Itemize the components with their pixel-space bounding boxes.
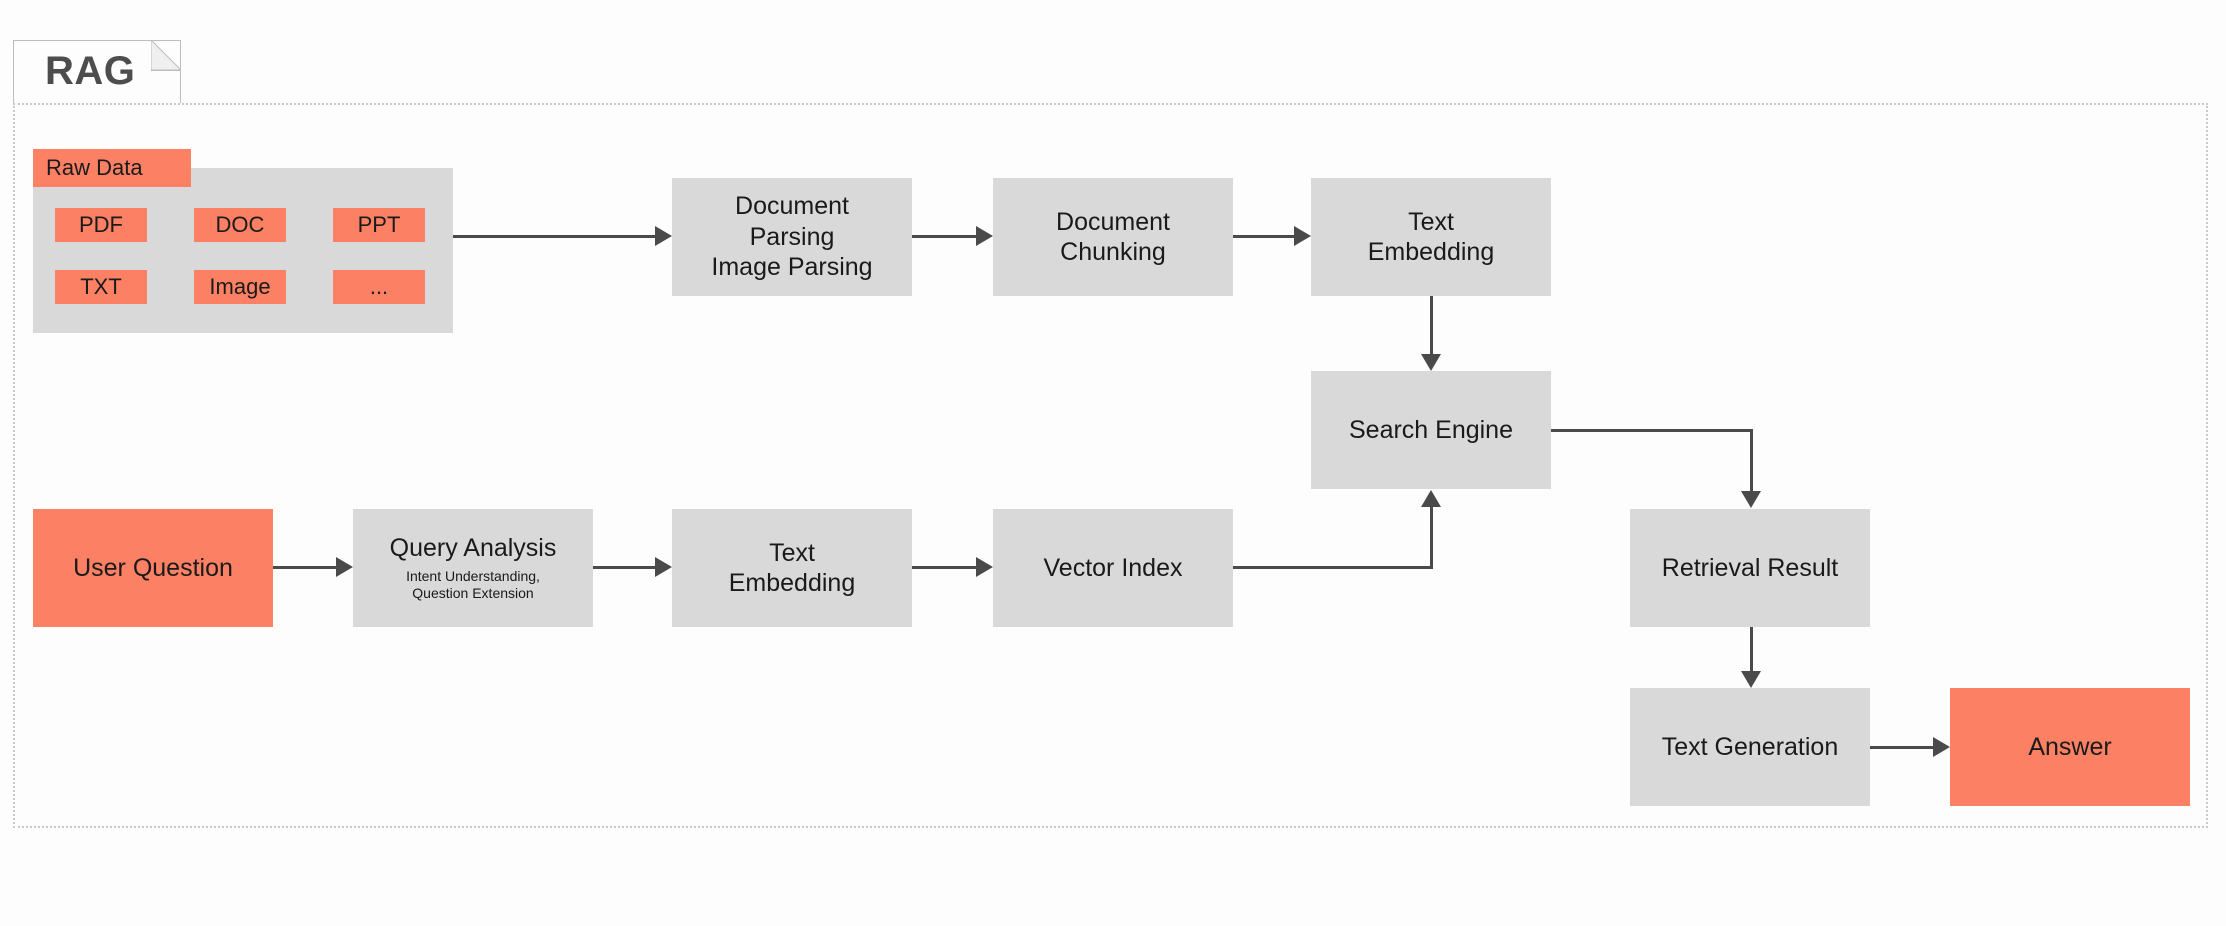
arrowhead-right: [976, 226, 993, 246]
connector-search-to-retrieval-h: [1551, 429, 1753, 432]
arrowhead-right: [976, 557, 993, 577]
node-text-generation[interactable]: Text Generation: [1630, 688, 1870, 806]
node-vector-index[interactable]: Vector Index: [993, 509, 1233, 627]
document-fold-icon: [151, 40, 181, 71]
node-document-chunking[interactable]: Document Chunking: [993, 178, 1233, 296]
node-line: Image Parsing: [711, 253, 873, 282]
node-text-embedding-bottom[interactable]: Text Embedding: [672, 509, 912, 627]
format-chip-txt[interactable]: TXT: [55, 270, 147, 304]
node-line: Embedding: [1367, 238, 1495, 266]
arrowhead-down: [1421, 354, 1441, 371]
arrowhead-right: [336, 557, 353, 577]
connector-embedding-to-index: [912, 566, 976, 569]
arrowhead-right: [1294, 226, 1311, 246]
node-line: Text: [769, 538, 815, 567]
node-line: Text Generation: [1661, 732, 1839, 761]
arrowhead-down: [1741, 491, 1761, 508]
arrowhead-right: [655, 557, 672, 577]
node-line: Query Analysis: [389, 534, 557, 563]
node-line: Search Engine: [1348, 415, 1513, 444]
connector-generation-to-answer: [1870, 746, 1933, 749]
arrowhead-up: [1421, 490, 1441, 507]
arrowhead-down: [1741, 671, 1761, 688]
connector-query-to-embedding: [593, 566, 655, 569]
connector-search-to-retrieval-v: [1750, 429, 1753, 491]
node-line: Answer: [2028, 732, 2112, 761]
connector-parsing-to-chunking: [912, 235, 976, 238]
node-retrieval-result[interactable]: Retrieval Result: [1630, 509, 1870, 627]
node-line: Retrieval Result: [1661, 553, 1839, 582]
format-chip-ellipsis[interactable]: ...: [333, 270, 425, 304]
raw-data-group: [33, 168, 453, 333]
connector-retrieval-to-generation: [1750, 627, 1753, 671]
node-query-analysis[interactable]: Query Analysis Intent Understanding, Que…: [353, 509, 593, 627]
node-document-parsing[interactable]: Document Parsing Image Parsing: [672, 178, 912, 296]
node-line: Embedding: [728, 569, 856, 597]
format-chip-image[interactable]: Image: [194, 270, 286, 304]
node-subtitle-line: Intent Understanding,: [406, 567, 540, 584]
connector-chunking-to-embedding: [1233, 235, 1294, 238]
arrowhead-right: [1933, 737, 1950, 757]
node-line: Chunking: [1060, 238, 1166, 266]
connector-question-to-query: [273, 566, 336, 569]
format-chip-pdf[interactable]: PDF: [55, 208, 147, 242]
node-line: Document: [735, 192, 849, 221]
arrowhead-right: [655, 226, 672, 246]
node-line: Parsing: [749, 222, 835, 251]
raw-data-label: Raw Data: [33, 149, 191, 187]
connector-rawdata-to-parsing: [453, 235, 655, 238]
connector-index-to-search-v: [1430, 506, 1433, 568]
connector-index-to-search-h: [1233, 566, 1433, 569]
node-line: Text: [1408, 207, 1454, 236]
format-chip-doc[interactable]: DOC: [194, 208, 286, 242]
node-line: User Question: [73, 553, 233, 582]
format-chip-ppt[interactable]: PPT: [333, 208, 425, 242]
diagram-frame: [13, 103, 2208, 828]
connector-embedding-to-search: [1430, 296, 1433, 354]
page-title: RAG: [45, 49, 136, 93]
node-user-question[interactable]: User Question: [33, 509, 273, 627]
node-text-embedding-top[interactable]: Text Embedding: [1311, 178, 1551, 296]
node-line: Document: [1056, 207, 1170, 236]
node-search-engine[interactable]: Search Engine: [1311, 371, 1551, 489]
node-line: Vector Index: [1043, 553, 1183, 582]
node-answer[interactable]: Answer: [1950, 688, 2190, 806]
node-subtitle-line: Question Extension: [412, 585, 534, 602]
